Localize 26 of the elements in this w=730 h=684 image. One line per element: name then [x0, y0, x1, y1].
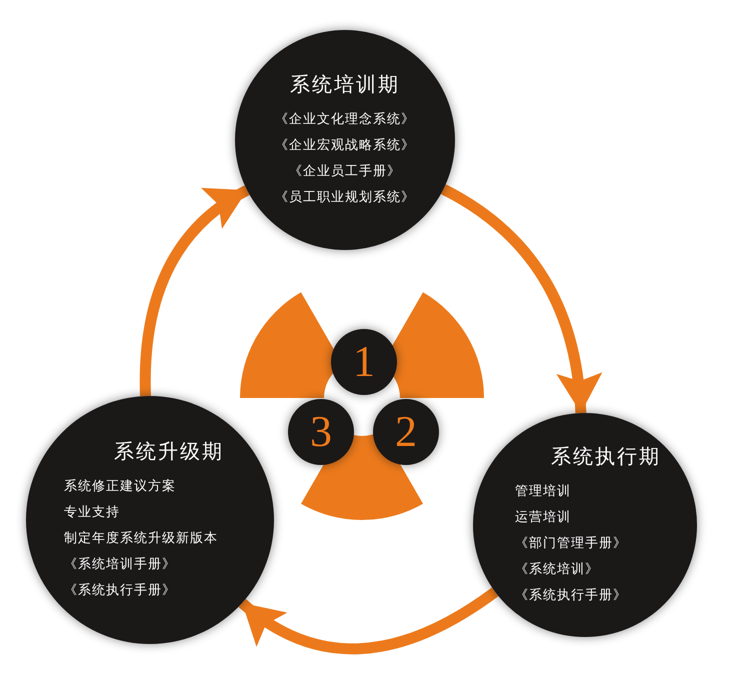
list-item: 《系统执行手册》: [64, 582, 176, 598]
list-item: 《员工职业规划系统》: [275, 188, 415, 206]
list-item: 《系统培训》: [515, 560, 599, 578]
curved-arrow: [238, 587, 498, 654]
phase-title: 系统执行期: [551, 442, 661, 470]
step-number: 1: [353, 340, 375, 384]
number-circle: [373, 399, 439, 465]
step-number: 3: [310, 410, 332, 454]
number-circle: [288, 399, 354, 465]
list-item: 专业支持: [64, 504, 120, 520]
list-item: 《系统执行手册》: [515, 586, 627, 604]
number-circle: [331, 329, 397, 395]
curved-arrow: [440, 184, 601, 414]
curved-arrow: [140, 185, 250, 396]
list-item: 《系统培训手册》: [64, 556, 176, 572]
list-item: 《部门管理手册》: [515, 534, 627, 552]
list-item: 制定年度系统升级新版本: [64, 530, 218, 546]
list-item: 系统修正建议方案: [64, 478, 176, 494]
phase-title: 系统培训期: [290, 70, 400, 98]
list-item: 《企业文化理念系统》: [275, 110, 415, 128]
step-number: 2: [395, 410, 417, 454]
list-item: 运营培训: [515, 508, 571, 526]
list-item: 管理培训: [515, 482, 571, 500]
list-item: 《企业员工手册》: [289, 162, 401, 180]
phase-title: 系统升级期: [114, 438, 224, 464]
list-item: 《企业宏观战略系统》: [275, 136, 415, 154]
